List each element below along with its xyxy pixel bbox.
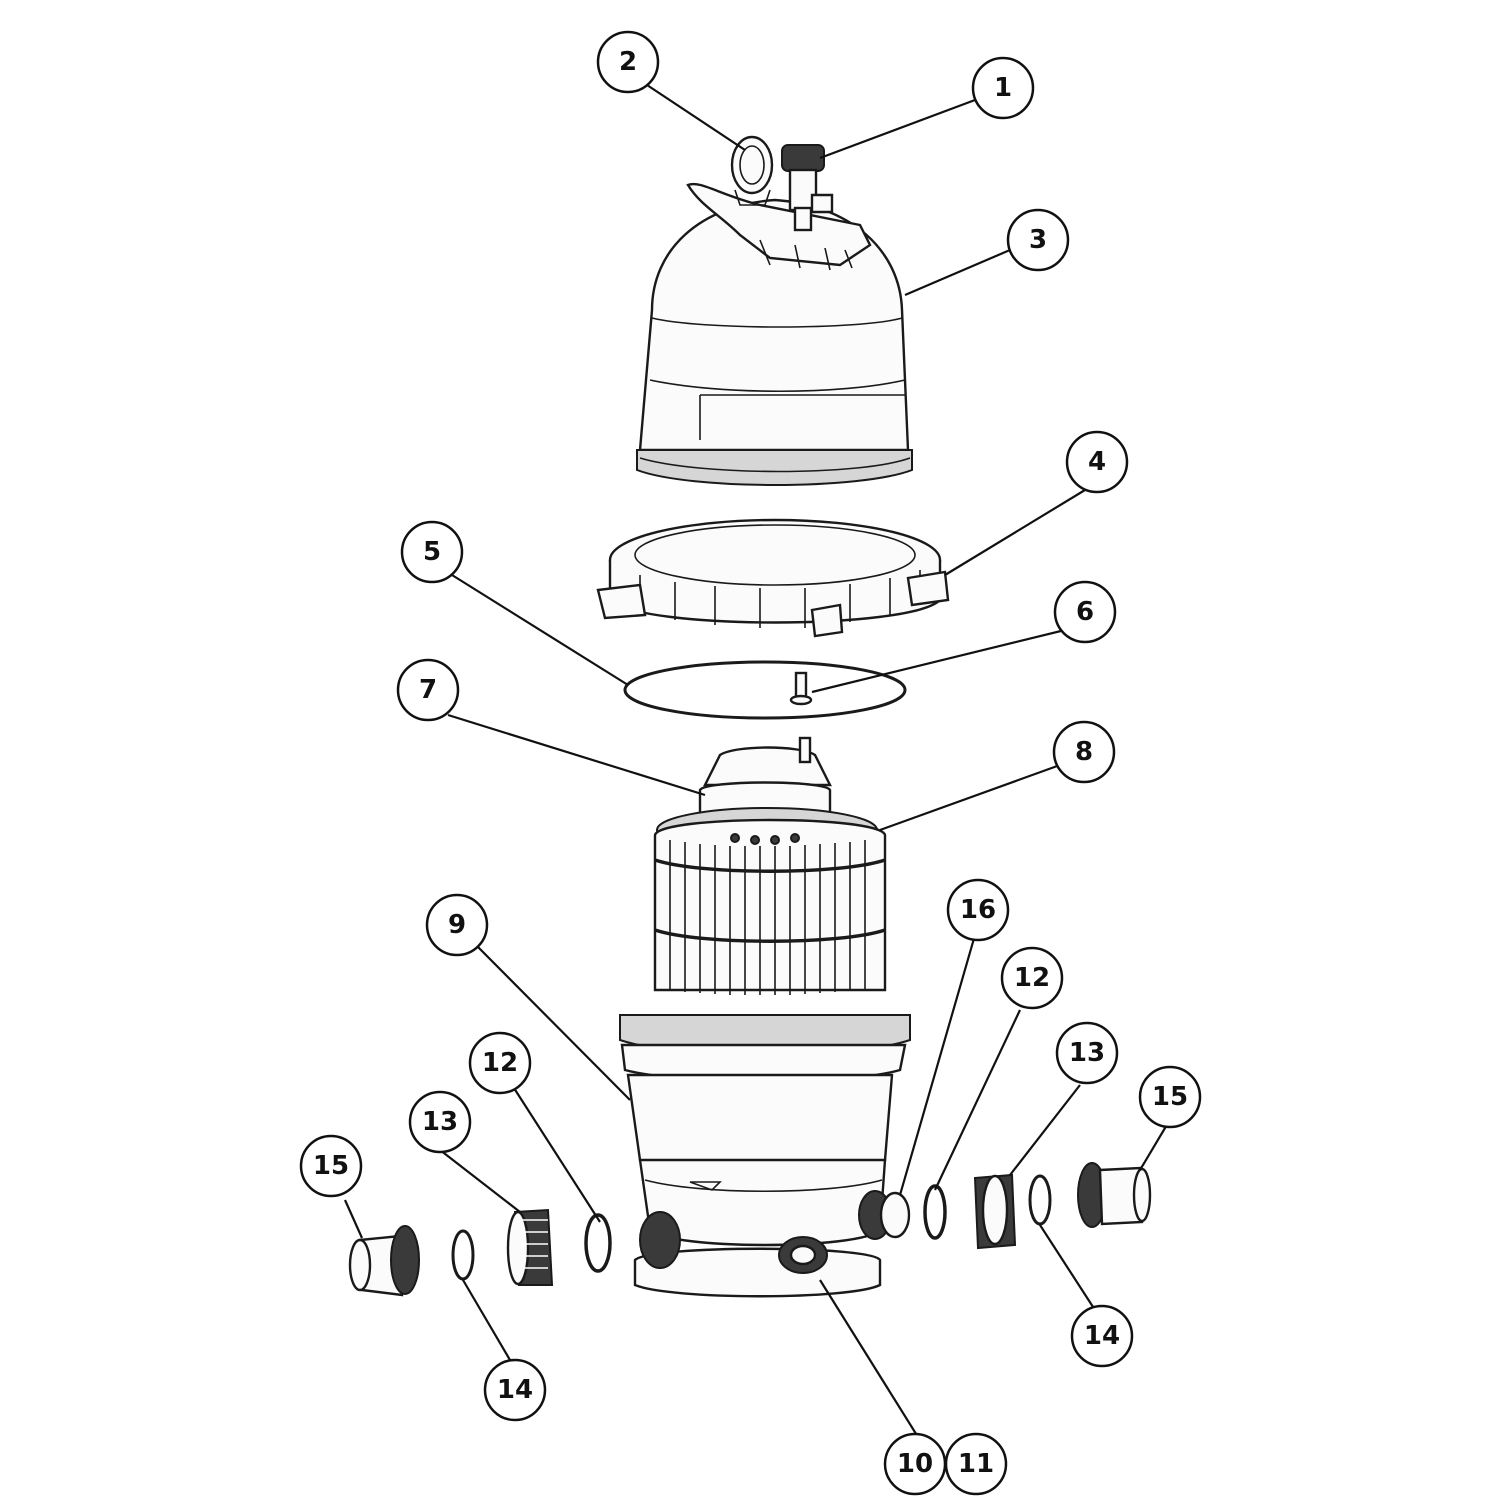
callout-14-right-label: 14 [1084, 1321, 1120, 1351]
tank-o-ring [623, 660, 907, 720]
left-union-fittings [348, 1208, 612, 1297]
callout-8-label: 8 [1075, 737, 1093, 767]
callout-15-left: 15 [299, 1134, 363, 1198]
leader-lines [343, 84, 1169, 1446]
callout-10-label: 10 [897, 1449, 933, 1479]
callout-12-right: 12 [1000, 946, 1064, 1010]
cartridge-element [653, 736, 887, 995]
callout-12-left-label: 12 [482, 1048, 518, 1078]
callout-16-label: 16 [960, 895, 996, 925]
right-union-fittings [879, 1162, 1152, 1250]
callout-15-right-label: 15 [1152, 1082, 1188, 1112]
callout-6: 6 [1053, 580, 1117, 644]
callout-11-label: 11 [958, 1449, 994, 1479]
callout-12-left: 12 [468, 1031, 532, 1095]
callout-9: 9 [425, 893, 489, 957]
callout-16: 16 [946, 878, 1010, 942]
drain-plug [778, 1236, 828, 1274]
callout-14-right: 14 [1070, 1304, 1134, 1368]
callout-12-right-label: 12 [1014, 963, 1050, 993]
callout-1-label: 1 [994, 73, 1012, 103]
callout-11: 11 [944, 1432, 1008, 1496]
callout-15-right: 15 [1138, 1065, 1202, 1129]
callout-8: 8 [1052, 720, 1116, 784]
callout-4-label: 4 [1088, 447, 1106, 477]
callout-3-label: 3 [1029, 225, 1047, 255]
pressure-gauge [730, 135, 774, 206]
locator-pin [789, 671, 813, 706]
callout-2: 2 [596, 30, 660, 94]
callout-14-left-label: 14 [497, 1375, 533, 1405]
callout-9-label: 9 [448, 910, 466, 940]
air-relief-valve [781, 144, 834, 232]
callout-1: 1 [971, 56, 1035, 120]
callout-4: 4 [1065, 430, 1129, 494]
callout-7: 7 [396, 658, 460, 722]
callout-10: 10 [883, 1432, 947, 1496]
callout-2-label: 2 [619, 47, 637, 77]
callout-14-left: 14 [483, 1358, 547, 1422]
callout-13-right-label: 13 [1069, 1038, 1105, 1068]
tank-lid-dome [636, 182, 913, 486]
callout-6-label: 6 [1076, 597, 1094, 627]
callout-5: 5 [400, 520, 464, 584]
locking-ring [596, 518, 950, 638]
callout-13-left-label: 13 [422, 1107, 458, 1137]
callout-5-label: 5 [423, 537, 441, 567]
callout-7-label: 7 [419, 675, 437, 705]
callout-3: 3 [1006, 208, 1070, 272]
callout-15-left-label: 15 [313, 1151, 349, 1181]
callout-13-right: 13 [1055, 1021, 1119, 1085]
callout-13-left: 13 [408, 1090, 472, 1154]
